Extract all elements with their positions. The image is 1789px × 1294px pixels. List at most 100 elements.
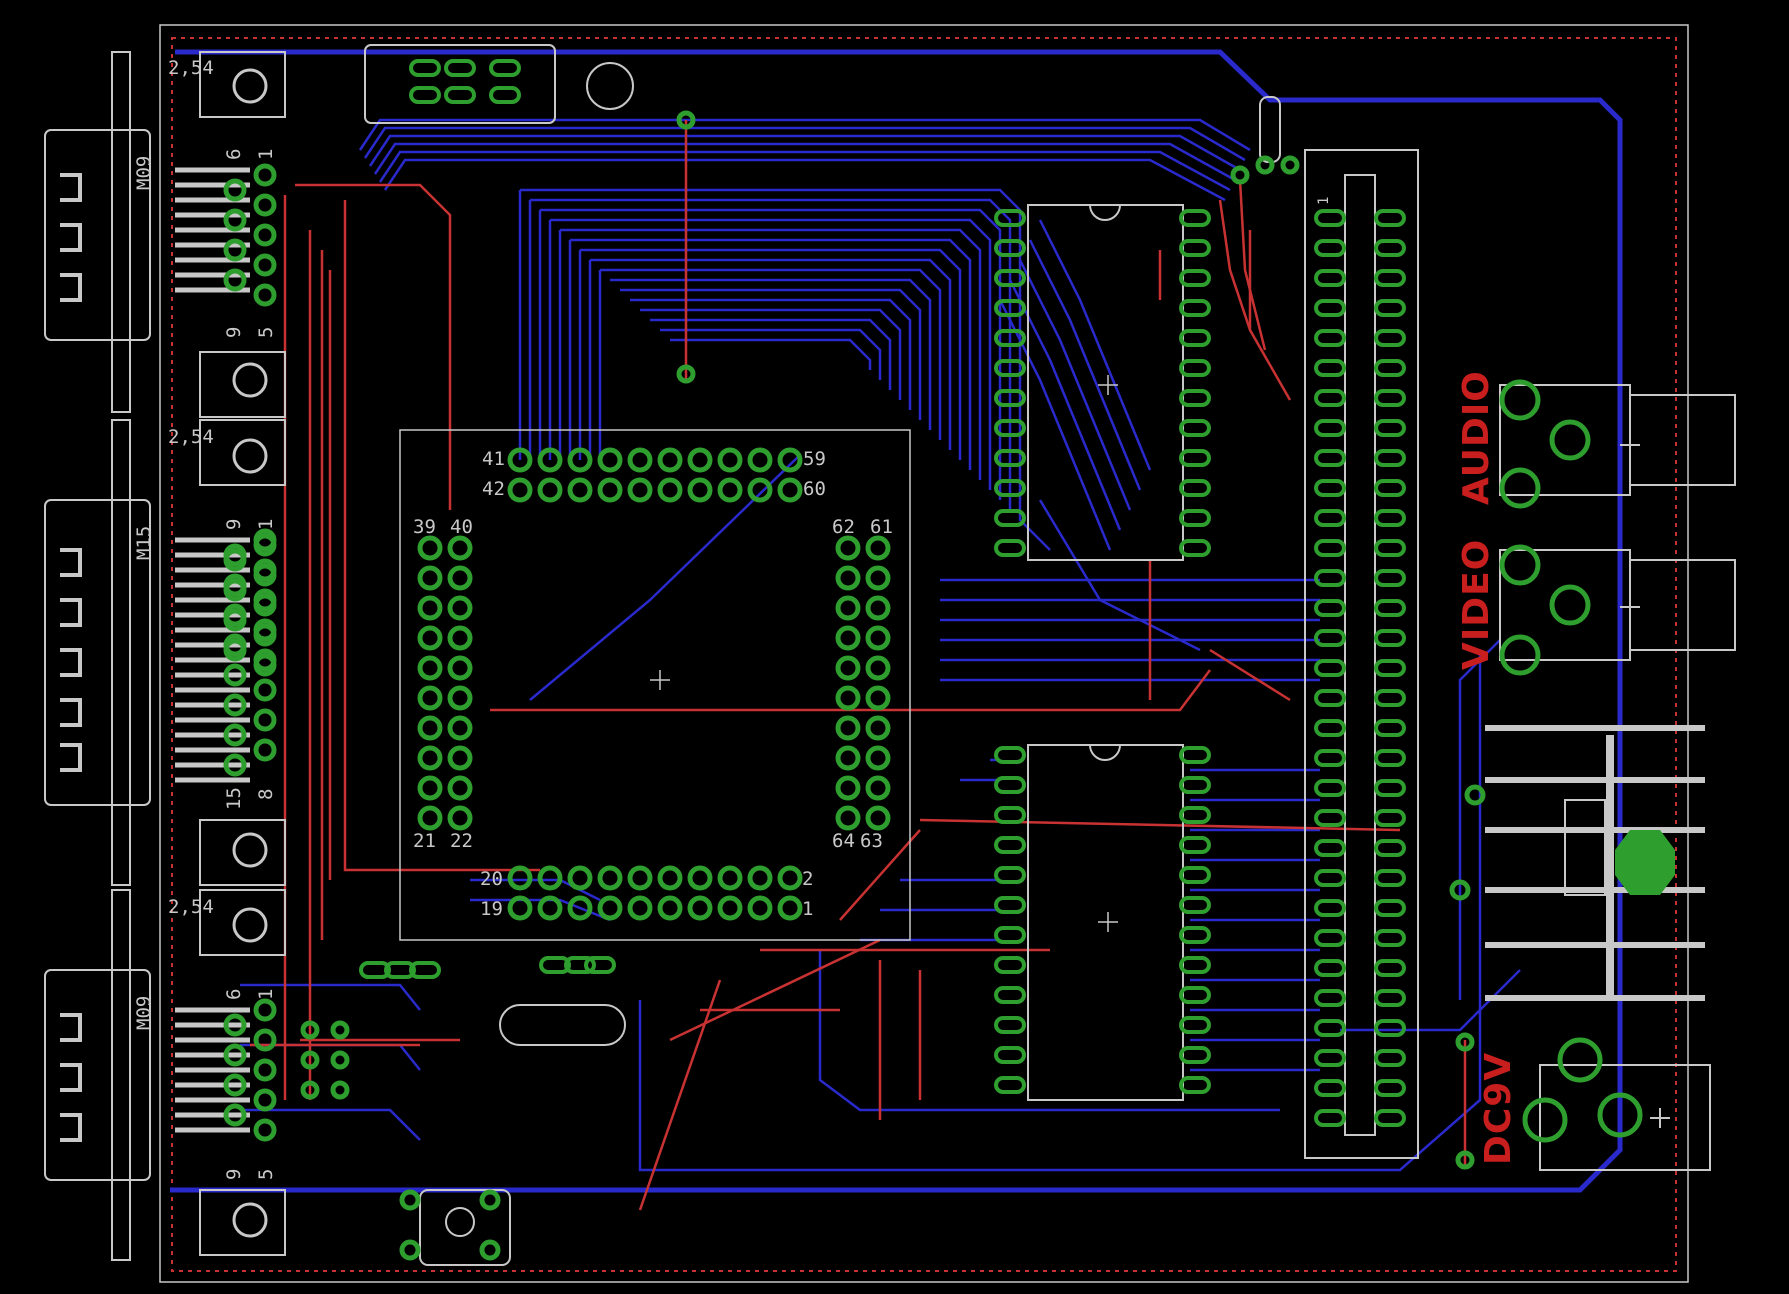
ic-pad bbox=[1314, 989, 1346, 1007]
pad bbox=[223, 693, 247, 717]
pad bbox=[1549, 584, 1591, 626]
ic-pad bbox=[1374, 509, 1406, 527]
pad bbox=[417, 745, 443, 771]
pad bbox=[1549, 419, 1591, 461]
ic-pad bbox=[489, 86, 521, 104]
pad bbox=[223, 1073, 247, 1097]
pad bbox=[537, 865, 563, 891]
board-keepout bbox=[171, 37, 1677, 1272]
pad bbox=[835, 595, 861, 621]
ic-pad bbox=[1314, 569, 1346, 587]
ic-pad bbox=[1314, 359, 1346, 377]
pad bbox=[417, 535, 443, 561]
pad bbox=[479, 1239, 501, 1261]
regulator-body bbox=[1564, 799, 1606, 896]
ic-pad bbox=[1374, 629, 1406, 647]
ic-pad bbox=[1374, 209, 1406, 227]
mount-block bbox=[199, 819, 286, 886]
connector-housing bbox=[44, 969, 151, 1181]
ic-pad bbox=[1179, 539, 1211, 557]
pad bbox=[507, 477, 533, 503]
pad bbox=[1499, 379, 1541, 421]
ic-pad bbox=[1314, 479, 1346, 497]
pad bbox=[417, 625, 443, 651]
pad bbox=[537, 895, 563, 921]
audio-jack bbox=[1499, 384, 1736, 496]
pad bbox=[567, 895, 593, 921]
pin-label: 6 bbox=[223, 149, 245, 160]
pin-label: 8 bbox=[255, 789, 277, 800]
pad bbox=[865, 775, 891, 801]
pad bbox=[1255, 155, 1275, 175]
pad bbox=[835, 565, 861, 591]
mount-hole bbox=[232, 438, 268, 474]
ic-pad bbox=[994, 986, 1026, 1004]
ic-pad bbox=[994, 539, 1026, 557]
ic-pad bbox=[1179, 389, 1211, 407]
pad bbox=[627, 895, 653, 921]
pad bbox=[597, 447, 623, 473]
socket-pin-label: 21 bbox=[413, 830, 436, 852]
pad bbox=[223, 1013, 247, 1037]
connector-flange bbox=[111, 419, 131, 886]
pad bbox=[1499, 634, 1541, 676]
mount-block bbox=[199, 51, 286, 118]
mount-hole bbox=[232, 832, 268, 868]
pad bbox=[253, 193, 277, 217]
pin-label: 5 bbox=[255, 1169, 277, 1180]
pad bbox=[835, 775, 861, 801]
regulator-mount-hole bbox=[1615, 830, 1675, 895]
pad bbox=[447, 775, 473, 801]
ic-pad bbox=[1179, 269, 1211, 287]
pad bbox=[253, 283, 277, 307]
pin-label: 9 bbox=[223, 1169, 245, 1180]
pad bbox=[447, 565, 473, 591]
pad bbox=[1455, 1032, 1475, 1052]
ic-pad bbox=[409, 961, 441, 979]
pad bbox=[865, 565, 891, 591]
pad bbox=[330, 1080, 350, 1100]
reset-button[interactable] bbox=[419, 1189, 511, 1266]
mount-block bbox=[199, 351, 286, 418]
board-outline bbox=[159, 24, 1689, 1283]
pad bbox=[676, 364, 696, 384]
ic-pad bbox=[1374, 1079, 1406, 1097]
pad bbox=[253, 1058, 277, 1082]
pad bbox=[223, 238, 247, 262]
ic-pad bbox=[1179, 956, 1211, 974]
connector-name: M09 bbox=[133, 996, 155, 1030]
ic-pad bbox=[994, 509, 1026, 527]
ic-pad bbox=[409, 59, 441, 77]
ic-pad bbox=[994, 896, 1026, 914]
ic-pad bbox=[1179, 926, 1211, 944]
connector-flange bbox=[111, 51, 131, 413]
pin-label: 9 bbox=[223, 519, 245, 530]
ic-pad bbox=[1179, 896, 1211, 914]
mount-hole bbox=[232, 362, 268, 398]
ic-pad bbox=[1179, 509, 1211, 527]
pad bbox=[687, 865, 713, 891]
pad bbox=[253, 648, 277, 672]
ic-pad bbox=[1179, 776, 1211, 794]
pad bbox=[330, 1050, 350, 1070]
pad bbox=[865, 535, 891, 561]
pad bbox=[1449, 879, 1471, 901]
connector-flange bbox=[111, 889, 131, 1261]
pad bbox=[777, 895, 803, 921]
ic-pad bbox=[1314, 449, 1346, 467]
pad bbox=[417, 595, 443, 621]
pin-label: 5 bbox=[255, 327, 277, 338]
pad bbox=[479, 1189, 501, 1211]
pad bbox=[417, 715, 443, 741]
ic-pad bbox=[359, 961, 391, 979]
socket-pin-label: 41 bbox=[482, 448, 505, 470]
ic-pad bbox=[1179, 299, 1211, 317]
connector-housing bbox=[44, 499, 151, 806]
ic-pad bbox=[1374, 989, 1406, 1007]
pin-label: 1 bbox=[255, 149, 277, 160]
pad bbox=[567, 447, 593, 473]
ic-pad bbox=[1374, 959, 1406, 977]
pad bbox=[447, 655, 473, 681]
pad bbox=[447, 685, 473, 711]
ic-pad bbox=[1314, 299, 1346, 317]
